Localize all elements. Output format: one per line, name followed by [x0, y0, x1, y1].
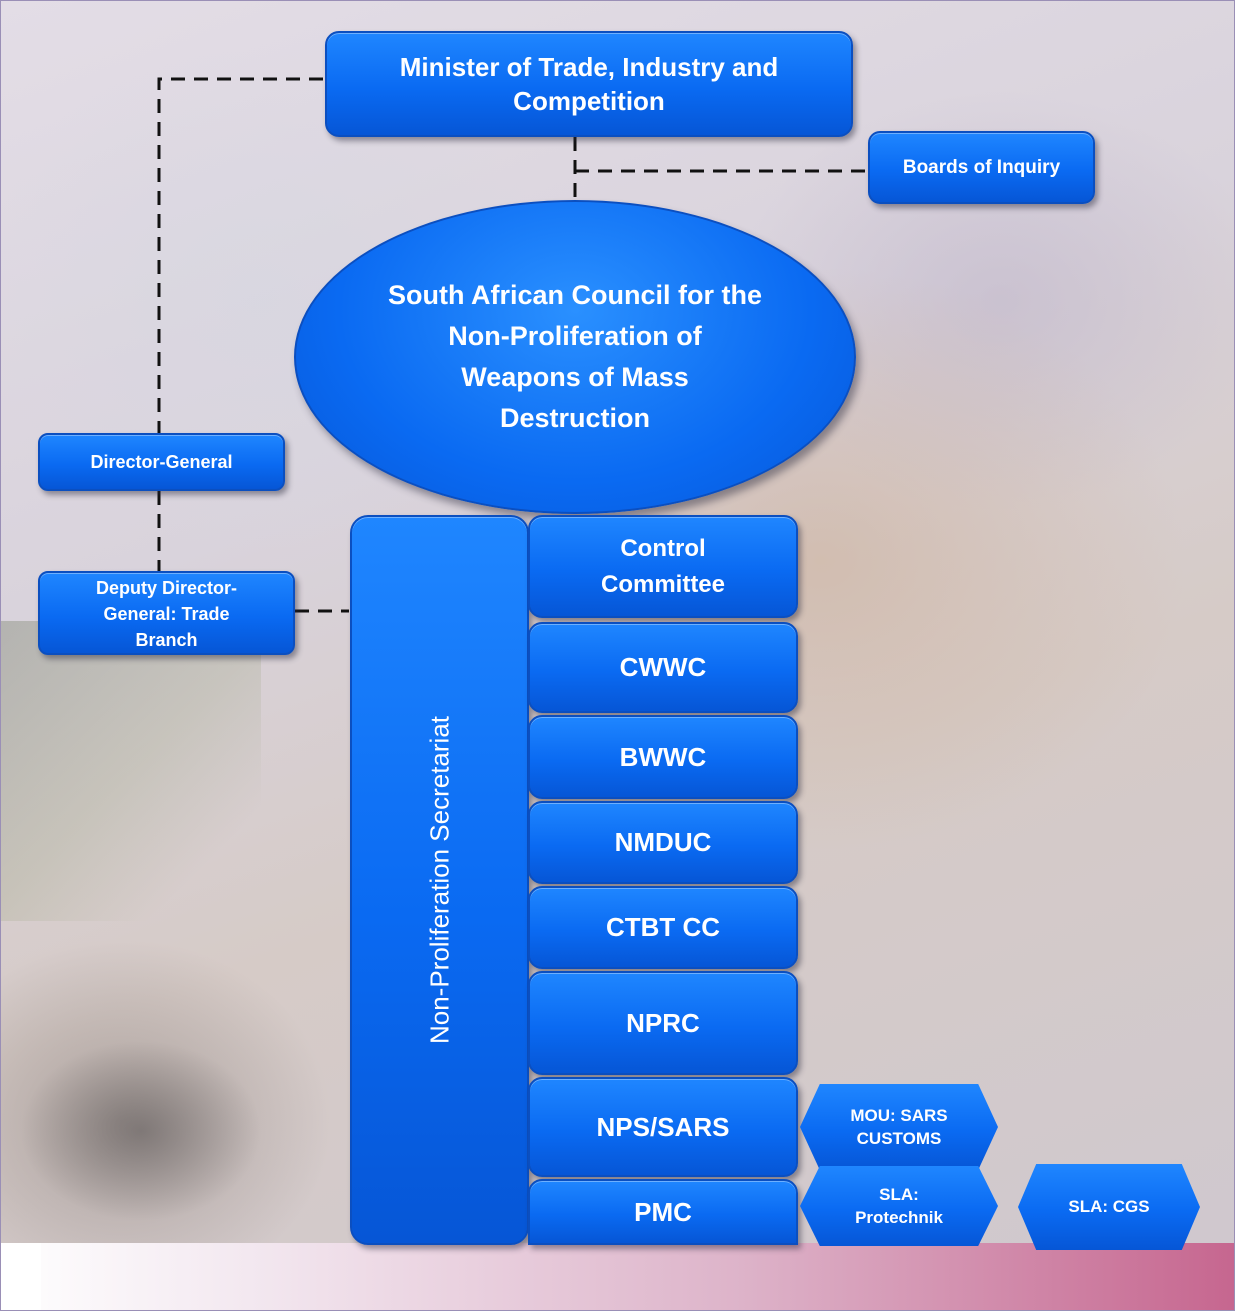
nps-sars-node: NPS/SARS — [528, 1077, 798, 1177]
boards-of-inquiry-node: Boards of Inquiry — [868, 131, 1095, 204]
director-general-label: Director-General — [90, 451, 233, 472]
sla-cgs-node: SLA: CGS — [1018, 1164, 1200, 1250]
camouflage-background-image — [1, 621, 261, 921]
nprc-label: NPRC — [626, 1007, 700, 1038]
sla-cgs-label: SLA: CGS — [1068, 1197, 1150, 1216]
sla-protechnik-node: SLA: Protechnik — [800, 1166, 998, 1246]
ctbt-cc-node: CTBT CC — [528, 886, 798, 969]
cwwc-label: CWWC — [619, 652, 707, 682]
secretariat-label: Non-Proliferation Secretariat — [424, 715, 454, 1045]
nmduc-label: NMDUC — [614, 827, 712, 857]
pmc-node: PMC — [528, 1179, 798, 1245]
mou-sars-customs-node: MOU: SARS CUSTOMS — [800, 1084, 998, 1170]
cwwc-node: CWWC — [528, 622, 798, 713]
secretariat-node: Non-Proliferation Secretariat — [350, 515, 529, 1245]
bwwc-node: BWWC — [528, 715, 798, 799]
nprc-node: NPRC — [528, 971, 798, 1075]
minister-label: Minister of Trade, Industry and Competit… — [399, 52, 779, 116]
minister-node: Minister of Trade, Industry and Competit… — [325, 31, 853, 137]
ctbt-cc-label: CTBT CC — [605, 912, 721, 942]
bwwc-label: BWWC — [619, 741, 707, 772]
gas-mask-background-image — [1, 1001, 331, 1246]
control-committee-node: Control Committee — [528, 515, 798, 618]
bottom-band-edge — [1, 1243, 41, 1310]
nps-sars-label: NPS/SARS — [596, 1111, 730, 1142]
director-general-node: Director-General — [38, 433, 285, 491]
council-label: South African Council for the Non-Prolif… — [388, 280, 762, 433]
control-committee-label: Control Committee — [600, 534, 726, 598]
council-node: South African Council for the Non-Prolif… — [294, 200, 856, 514]
deputy-director-general-node: Deputy Director-General: Trade Branch — [38, 571, 295, 655]
sla-protechnik-label: SLA: Protechnik — [855, 1185, 943, 1227]
pmc-label: PMC — [634, 1196, 692, 1227]
boards-of-inquiry-label: Boards of Inquiry — [902, 156, 1061, 178]
mou-sars-customs-label: MOU: SARS CUSTOMS — [850, 1106, 948, 1148]
nmduc-node: NMDUC — [528, 801, 798, 884]
bottom-decorative-band — [1, 1243, 1234, 1310]
deputy-director-general-label: Deputy Director-General: Trade Branch — [95, 578, 238, 650]
